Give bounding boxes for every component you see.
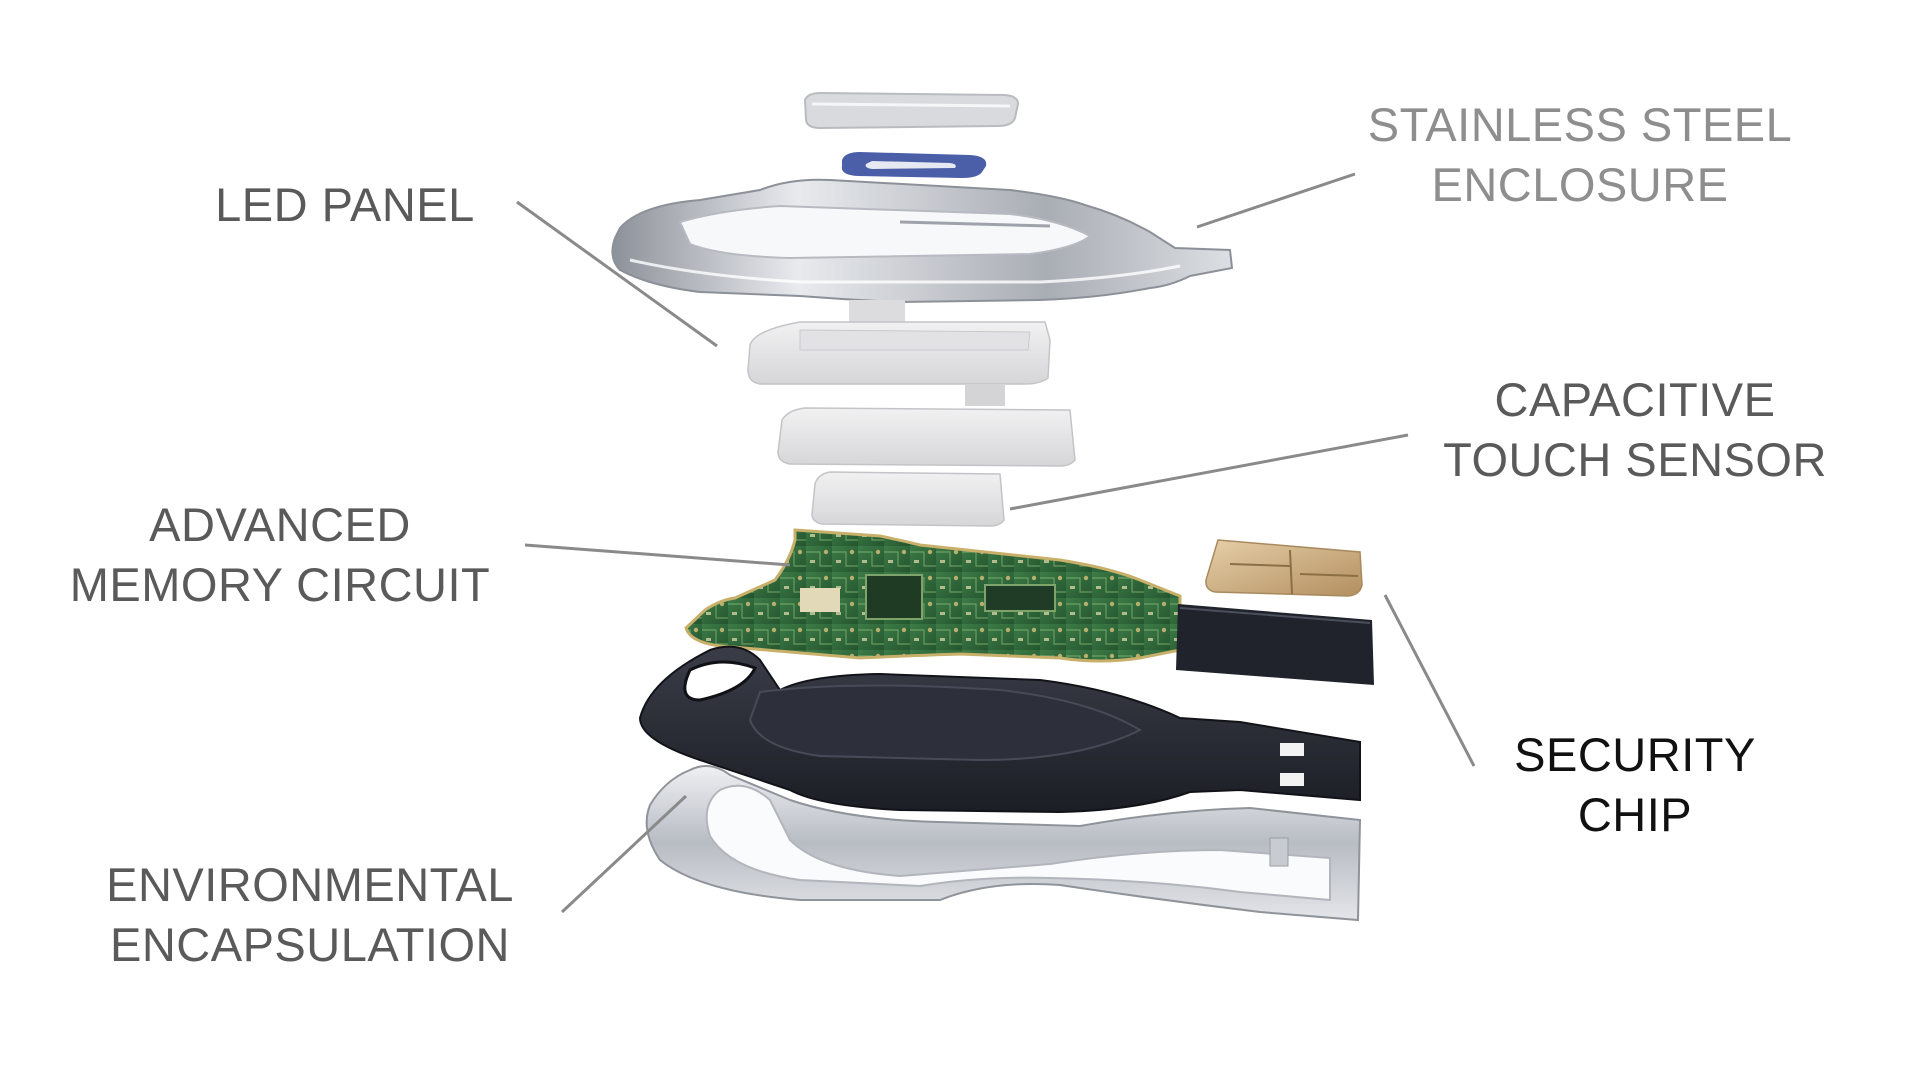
label-line: TOUCH SENSOR [1443, 433, 1827, 486]
label-capacitive-touch-sensor: CAPACITIVE TOUCH SENSOR [1420, 370, 1850, 490]
glass-cap [803, 91, 1020, 130]
label-advanced-memory-circuit: ADVANCED MEMORY CIRCUIT [50, 495, 510, 615]
leader-line-memory [524, 543, 791, 567]
label-line: ENVIRONMENTAL [106, 858, 514, 911]
label-line: CAPACITIVE [1494, 373, 1776, 426]
label-led-panel: LED PANEL [195, 175, 495, 235]
label-line: STAINLESS STEEL [1367, 98, 1793, 151]
steel-enclosure [611, 178, 1234, 304]
leader-lines [516, 172, 1476, 914]
label-line: CHIP [1577, 788, 1693, 841]
label-environmental-encapsulation: ENVIRONMENTAL ENCAPSULATION [85, 855, 535, 975]
label-line: MEMORY CIRCUIT [69, 558, 491, 611]
encapsulation-frame [645, 765, 1362, 922]
label-stainless-steel-enclosure: STAINLESS STEEL ENCLOSURE [1350, 95, 1810, 215]
label-line: SECURITY [1514, 728, 1756, 781]
button-ring [841, 152, 987, 178]
label-line: ENCAPSULATION [110, 918, 510, 971]
leader-line-env [560, 794, 688, 914]
label-line: ADVANCED [149, 498, 411, 551]
label-line: LED PANEL [215, 178, 475, 231]
pcb-board [684, 528, 1374, 685]
label-security-chip: SECURITY CHIP [1490, 725, 1780, 845]
led-panel-layers [747, 300, 1076, 527]
leader-line-touch [1009, 433, 1409, 511]
leader-line-led [516, 200, 718, 348]
leader-line-steel [1196, 172, 1356, 229]
leader-line-chip [1383, 594, 1476, 767]
black-casing [638, 645, 1361, 814]
security-chip-graphic [1205, 539, 1363, 597]
label-line: ENCLOSURE [1431, 158, 1729, 211]
